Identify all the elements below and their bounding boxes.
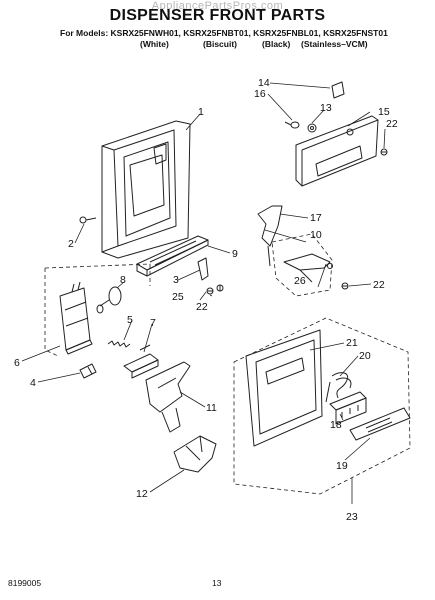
screw-part-16 bbox=[284, 121, 300, 129]
screw-part-22b bbox=[380, 148, 388, 156]
module-part-6 bbox=[59, 281, 93, 355]
upper-housing-part-15 bbox=[295, 115, 379, 187]
callout-5: 5 bbox=[127, 314, 133, 326]
page-title: DISPENSER FRONT PARTS bbox=[109, 7, 326, 24]
callout-18: 18 bbox=[330, 419, 342, 431]
callout-9: 9 bbox=[232, 248, 238, 260]
screw-part-22a bbox=[216, 284, 224, 292]
callout-21: 21 bbox=[346, 337, 358, 349]
paddle-part-11 bbox=[145, 361, 191, 433]
gear-part-13 bbox=[307, 123, 317, 133]
callout-22-left: 22 bbox=[196, 301, 208, 313]
clip-part bbox=[197, 257, 209, 281]
screw-part-25 bbox=[206, 287, 214, 295]
leader-lines bbox=[21, 82, 386, 504]
callout-16: 16 bbox=[254, 88, 266, 100]
callout-13: 13 bbox=[320, 102, 332, 114]
color-stainless: (Stainless–VCM) bbox=[301, 39, 368, 49]
document-number: 8199005 bbox=[8, 578, 42, 588]
control-board-part-18 bbox=[329, 391, 367, 425]
wiring-part-20 bbox=[325, 372, 352, 403]
callout-22-upper: 22 bbox=[386, 118, 398, 130]
callout-12: 12 bbox=[136, 488, 148, 500]
models-line: For Models: KSRX25FNWH01, KSRX25FNBT01, … bbox=[60, 28, 388, 38]
callout-6: 6 bbox=[14, 357, 20, 369]
callout-7: 7 bbox=[150, 317, 156, 329]
actuator-part-7 bbox=[123, 344, 159, 379]
chute-cover-part-12 bbox=[173, 435, 217, 473]
callout-19: 19 bbox=[336, 460, 348, 472]
callout-22-right: 22 bbox=[373, 279, 385, 291]
callout-3: 3 bbox=[173, 274, 179, 286]
callout-15: 15 bbox=[378, 106, 390, 118]
callout-26: 26 bbox=[294, 275, 306, 287]
color-white: (White) bbox=[140, 39, 169, 49]
assembly-outlines bbox=[44, 233, 411, 495]
color-biscuit: (Biscuit) bbox=[203, 39, 237, 49]
page-number: 13 bbox=[212, 578, 222, 588]
escutcheon-panel-part-21 bbox=[245, 329, 323, 447]
callout-2: 2 bbox=[68, 238, 74, 250]
screw-part-22c bbox=[341, 282, 349, 290]
callout-23: 23 bbox=[346, 511, 358, 523]
callout-8: 8 bbox=[120, 274, 126, 286]
callout-4: 4 bbox=[30, 377, 36, 389]
watermark-text: AppliancePartsPros.com bbox=[151, 0, 284, 12]
callout-14: 14 bbox=[258, 77, 270, 89]
color-black: (Black) bbox=[262, 39, 291, 49]
screw-part-2 bbox=[79, 216, 97, 224]
callout-10: 10 bbox=[310, 229, 322, 241]
spring-part-5 bbox=[107, 340, 131, 348]
callout-1: 1 bbox=[198, 106, 204, 118]
cam-part-14 bbox=[331, 81, 345, 99]
dispenser-housing-part bbox=[101, 120, 191, 259]
lever-part-10 bbox=[283, 253, 333, 283]
bracket-part-17 bbox=[257, 205, 283, 267]
switch-part-4 bbox=[79, 363, 97, 379]
callout-20: 20 bbox=[359, 350, 371, 362]
membrane-switch-part-19 bbox=[349, 407, 411, 441]
callout-labels: 1 2 3 4 5 6 7 8 9 10 11 12 13 14 15 16 1… bbox=[14, 77, 398, 523]
solenoid-part-8 bbox=[96, 286, 122, 314]
drip-tray-part bbox=[136, 235, 209, 277]
callout-25: 25 bbox=[172, 291, 184, 303]
callout-17: 17 bbox=[310, 212, 322, 224]
callout-11: 11 bbox=[206, 402, 217, 414]
